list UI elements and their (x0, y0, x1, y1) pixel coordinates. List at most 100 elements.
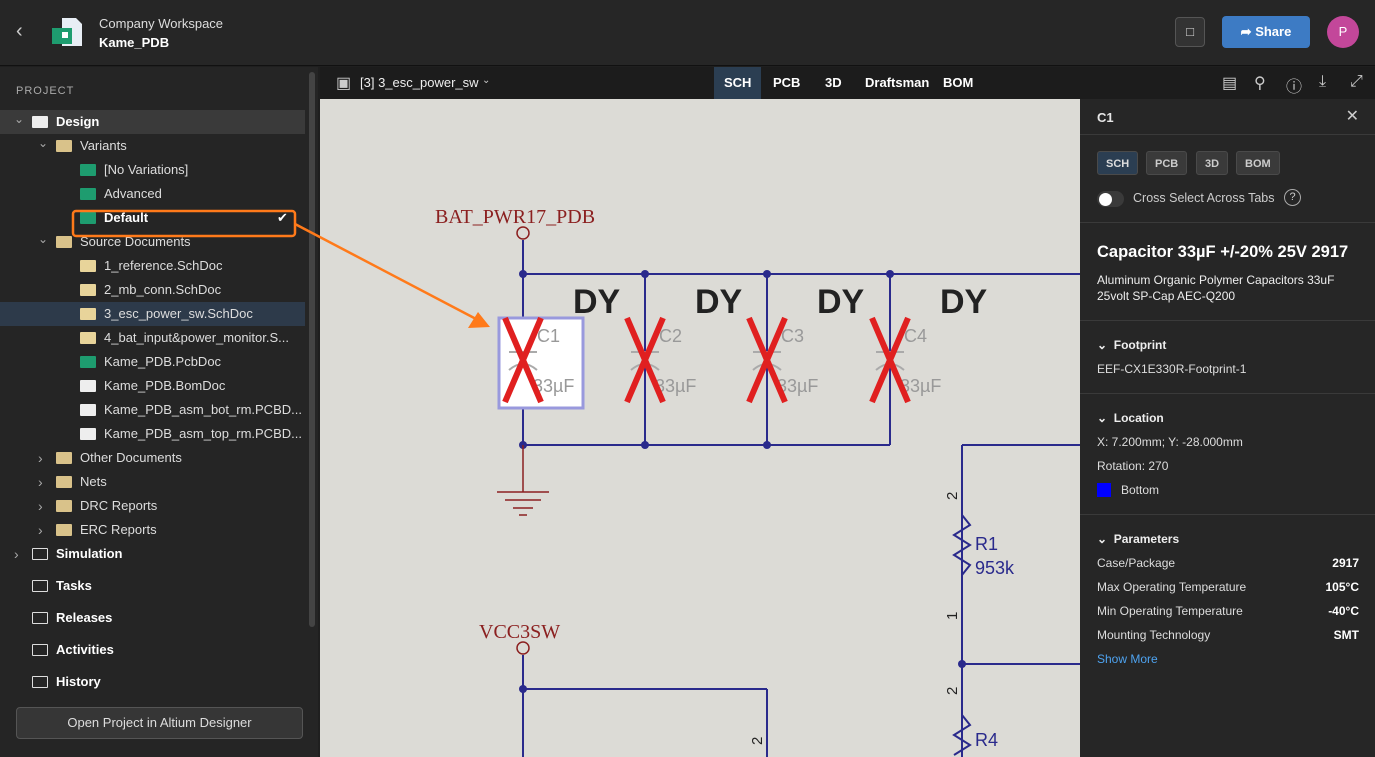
chevron-down-icon[interactable]: ⌄ (38, 232, 49, 246)
sch-icon (80, 284, 96, 296)
tree-item-label: Source Documents (80, 234, 191, 249)
tree-item-label: 4_bat_input&power_monitor.S... (104, 330, 290, 345)
tree-item-label: Design (56, 114, 100, 129)
help-icon[interactable]: ? (1284, 189, 1301, 206)
folder-white-icon (32, 116, 48, 128)
tree-item-label: Kame_PDB_asm_bot_rm.PCBD... (104, 402, 302, 417)
chevron-right-icon[interactable]: › (14, 546, 19, 562)
variant-icon (80, 164, 96, 176)
layer-color-swatch (1097, 483, 1111, 497)
tree-item[interactable]: › Other Documents (0, 446, 305, 470)
close-icon[interactable]: ✕ (1345, 108, 1359, 125)
tree-item[interactable]: Tasks (0, 574, 305, 598)
panel-title: C1 (1097, 110, 1114, 125)
tree-item[interactable]: Kame_PDB.BomDoc (0, 374, 305, 398)
tree-item[interactable]: › Simulation (0, 542, 305, 566)
parameter-value: SMT (1333, 628, 1359, 642)
chevron-right-icon[interactable]: › (38, 450, 43, 466)
chevron-right-icon[interactable]: › (38, 522, 43, 538)
dnp-cross-icon (746, 316, 788, 404)
tree-item[interactable]: Activities (0, 638, 305, 662)
sch-icon (80, 260, 96, 272)
tree-item[interactable]: [No Variations] (0, 158, 305, 182)
r1-designator: R1 (975, 534, 998, 554)
share-button[interactable]: ➦ Share (1222, 16, 1310, 48)
avatar[interactable]: P (1327, 16, 1359, 48)
tree-item[interactable]: 2_mb_conn.SchDoc (0, 278, 305, 302)
tree-item[interactable]: History (0, 670, 305, 694)
tree-item-label: Tasks (56, 578, 92, 593)
footprint-section-header[interactable]: ⌄ Footprint (1097, 338, 1167, 352)
tab-draftsman[interactable]: Draftsman (865, 75, 930, 90)
comment-button[interactable]: □ (1175, 17, 1205, 47)
capacitor-value: 33µF (655, 376, 696, 396)
doc-icon (80, 380, 96, 392)
document-toolbar: ▣ [3] 3_esc_power_sw ⌄ SCH PCB 3D Drafts… (320, 67, 1375, 99)
pin-number: 2 (944, 492, 961, 500)
pin-number: 2 (944, 687, 961, 695)
layer-value: Bottom (1121, 483, 1160, 497)
chevron-down-icon[interactable]: ⌄ (38, 136, 49, 150)
parameters-section-header[interactable]: ⌄ Parameters (1097, 532, 1180, 546)
tree-item[interactable]: 4_bat_input&power_monitor.S... (0, 326, 305, 350)
chevron-right-icon[interactable]: › (38, 474, 43, 490)
tree-item[interactable]: ›DRC Reports (0, 494, 305, 518)
tree-item[interactable]: 3_esc_power_sw.SchDoc (0, 302, 305, 326)
panel-tab-bom[interactable]: BOM (1236, 151, 1280, 175)
component-description: Aluminum Organic Polymer Capacitors 33uF… (1097, 273, 1335, 303)
tab-3d[interactable]: 3D (825, 75, 842, 90)
parameter-row: Mounting Technology SMT (1097, 628, 1359, 642)
tree-item[interactable]: ⌄ Design (0, 110, 305, 134)
tab-sch[interactable]: SCH (714, 67, 762, 99)
chevron-right-icon[interactable]: › (38, 498, 43, 514)
download-icon[interactable]: ⤓ (1319, 73, 1327, 90)
tab-pcb[interactable]: PCB (773, 75, 801, 90)
tree-item-label: Simulation (56, 546, 123, 561)
location-section-header[interactable]: ⌄ Location (1097, 411, 1164, 425)
dnp-label: DY (695, 283, 743, 321)
open-in-altium-button[interactable]: Open Project in Altium Designer (16, 707, 303, 739)
document-selector[interactable]: [3] 3_esc_power_sw (360, 75, 479, 90)
location-heading: Location (1113, 411, 1164, 425)
tree-item-label: ERC Reports (80, 522, 157, 537)
tree-item[interactable]: Advanced (0, 182, 305, 206)
tree-item-label: Other Documents (80, 450, 182, 465)
tree-item[interactable]: Releases (0, 606, 305, 630)
tree-item-label: [No Variations] (104, 162, 189, 177)
cross-select-label: Cross Select Across Tabs (1133, 191, 1275, 205)
rotation-value: Rotation: 270 (1097, 459, 1169, 473)
search-icon[interactable]: ⚲ (1254, 75, 1266, 92)
sidebar-scrollbar[interactable] (309, 72, 315, 627)
tab-bom[interactable]: BOM (943, 75, 974, 90)
simulation-icon (32, 548, 48, 560)
info-icon[interactable]: ⓘ (1286, 79, 1303, 96)
tree-item[interactable]: Kame_PDB_asm_top_rm.PCBD... (0, 422, 305, 446)
parameter-value: -40°C (1328, 604, 1359, 618)
panel-tab-3d[interactable]: 3D (1196, 151, 1229, 175)
capacitor-value: 33µF (900, 376, 941, 396)
dnp-label: DY (940, 283, 988, 321)
back-chevron-icon[interactable]: ‹ (16, 20, 23, 42)
footprint-heading: Footprint (1113, 338, 1167, 352)
parameter-name: Mounting Technology (1097, 628, 1211, 642)
tree-item-label: Kame_PDB_asm_top_rm.PCBD... (104, 426, 302, 441)
chevron-down-icon[interactable]: ⌄ (482, 75, 491, 86)
panel-tab-pcb[interactable]: PCB (1146, 151, 1188, 175)
tree-item[interactable]: Kame_PDB.PcbDoc (0, 350, 305, 374)
pin-number: 1 (944, 612, 961, 620)
cross-select-toggle[interactable] (1097, 191, 1124, 207)
tree-item[interactable]: ⌄Variants (0, 134, 305, 158)
fullscreen-icon[interactable]: ⤢ (1350, 73, 1363, 90)
panel-tab-sch[interactable]: SCH (1097, 151, 1139, 175)
parameter-row: Min Operating Temperature-40°C (1097, 604, 1359, 618)
tree-item[interactable]: ›Nets (0, 470, 305, 494)
chevron-down-icon[interactable]: ⌄ (14, 112, 25, 126)
tree-item[interactable]: Kame_PDB_asm_bot_rm.PCBD... (0, 398, 305, 422)
comments-icon[interactable]: ▤ (1222, 75, 1238, 92)
tree-item[interactable]: ⌄ Source Documents (0, 230, 305, 254)
tree-item[interactable]: › ERC Reports (0, 518, 305, 542)
show-more-link[interactable]: Show More (1097, 652, 1158, 666)
tree-item[interactable]: 1_reference.SchDoc (0, 254, 305, 278)
net-label-bat: BAT_PWR17_PDB (435, 206, 595, 228)
